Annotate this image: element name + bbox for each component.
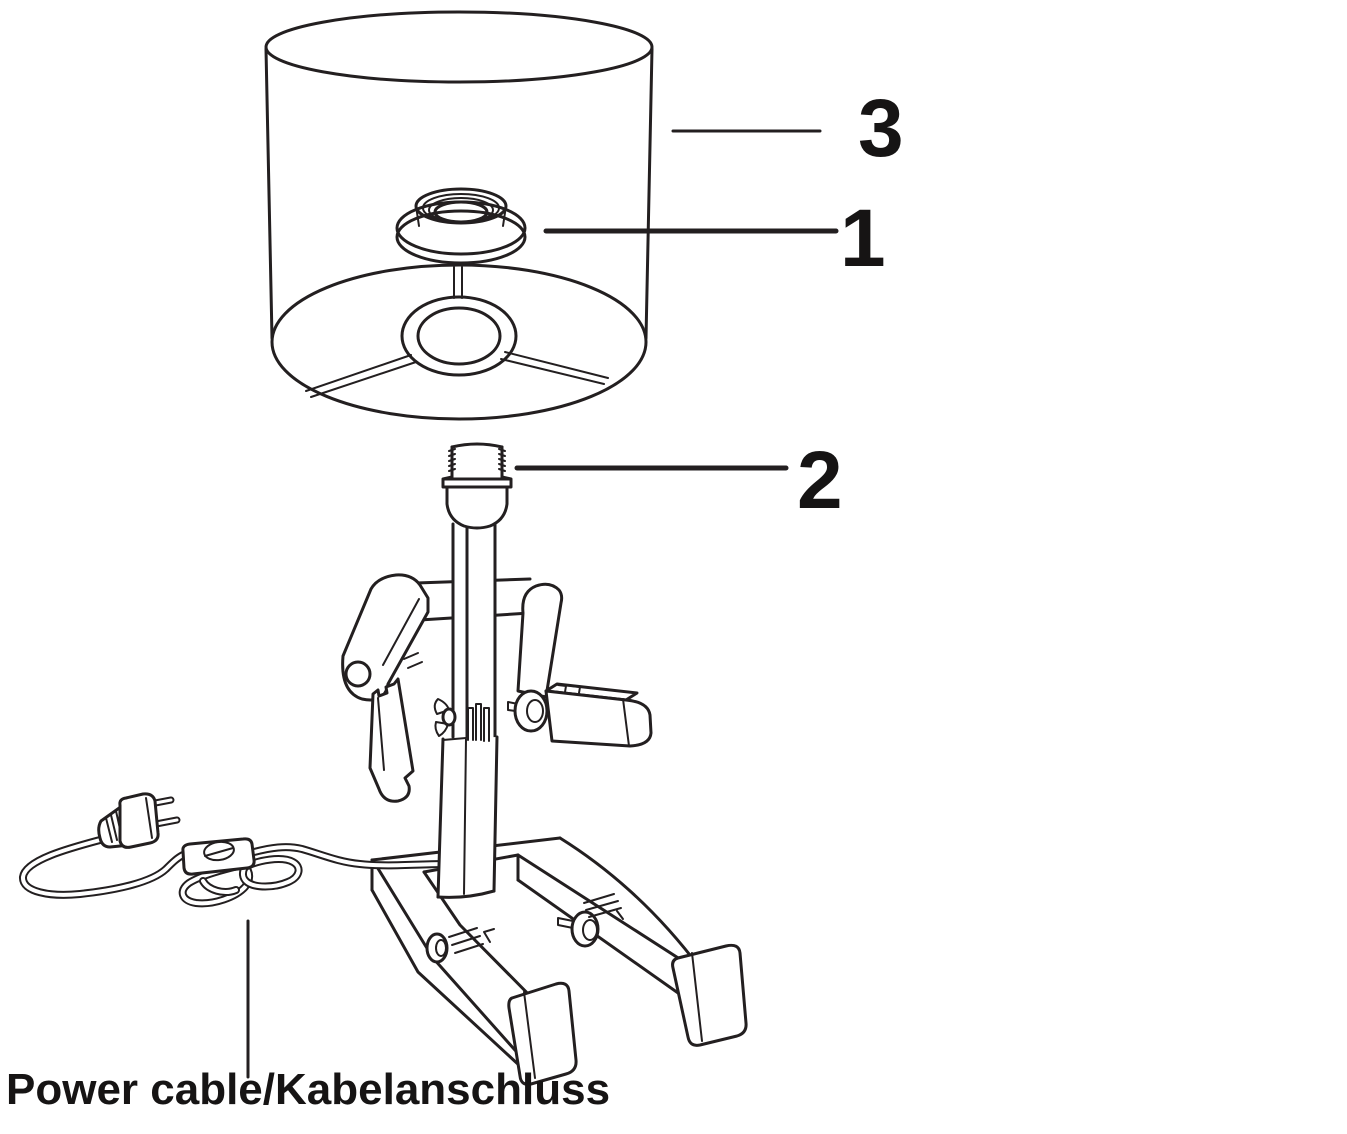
part-label-1: 1 <box>840 193 886 284</box>
lamp-socket-drawing <box>441 442 513 530</box>
socket-ring-nut-drawing <box>395 187 527 265</box>
elbow-bolt <box>507 689 549 733</box>
socket-cup <box>445 485 509 530</box>
elbow-joint <box>344 660 372 688</box>
column-slots <box>467 703 490 742</box>
left-arm-drawing <box>341 573 430 803</box>
left-forearm <box>368 677 415 803</box>
center-column-drawing <box>433 522 499 899</box>
caption-text: Power cable/Kabelanschluss <box>6 1065 610 1114</box>
cable-left-loop <box>19 836 187 899</box>
part-label-3: 3 <box>858 83 904 174</box>
shade-spider-ring <box>305 266 609 398</box>
right-foot <box>671 943 748 1047</box>
lampshade-drawing <box>264 10 654 421</box>
wing-nut <box>433 698 457 737</box>
part-label-2: 2 <box>797 435 843 526</box>
right-prong-bolt <box>557 893 624 948</box>
base-frame-drawing <box>370 836 748 1086</box>
socket-threads <box>448 448 506 472</box>
power-cable-drawing <box>19 792 450 908</box>
left-prong-bolt <box>425 927 495 964</box>
callout-lines <box>514 129 839 471</box>
plug-body <box>118 792 160 849</box>
power-plug-drawing <box>97 792 181 849</box>
inline-switch-drawing <box>181 837 256 876</box>
right-arm-drawing <box>507 582 653 748</box>
